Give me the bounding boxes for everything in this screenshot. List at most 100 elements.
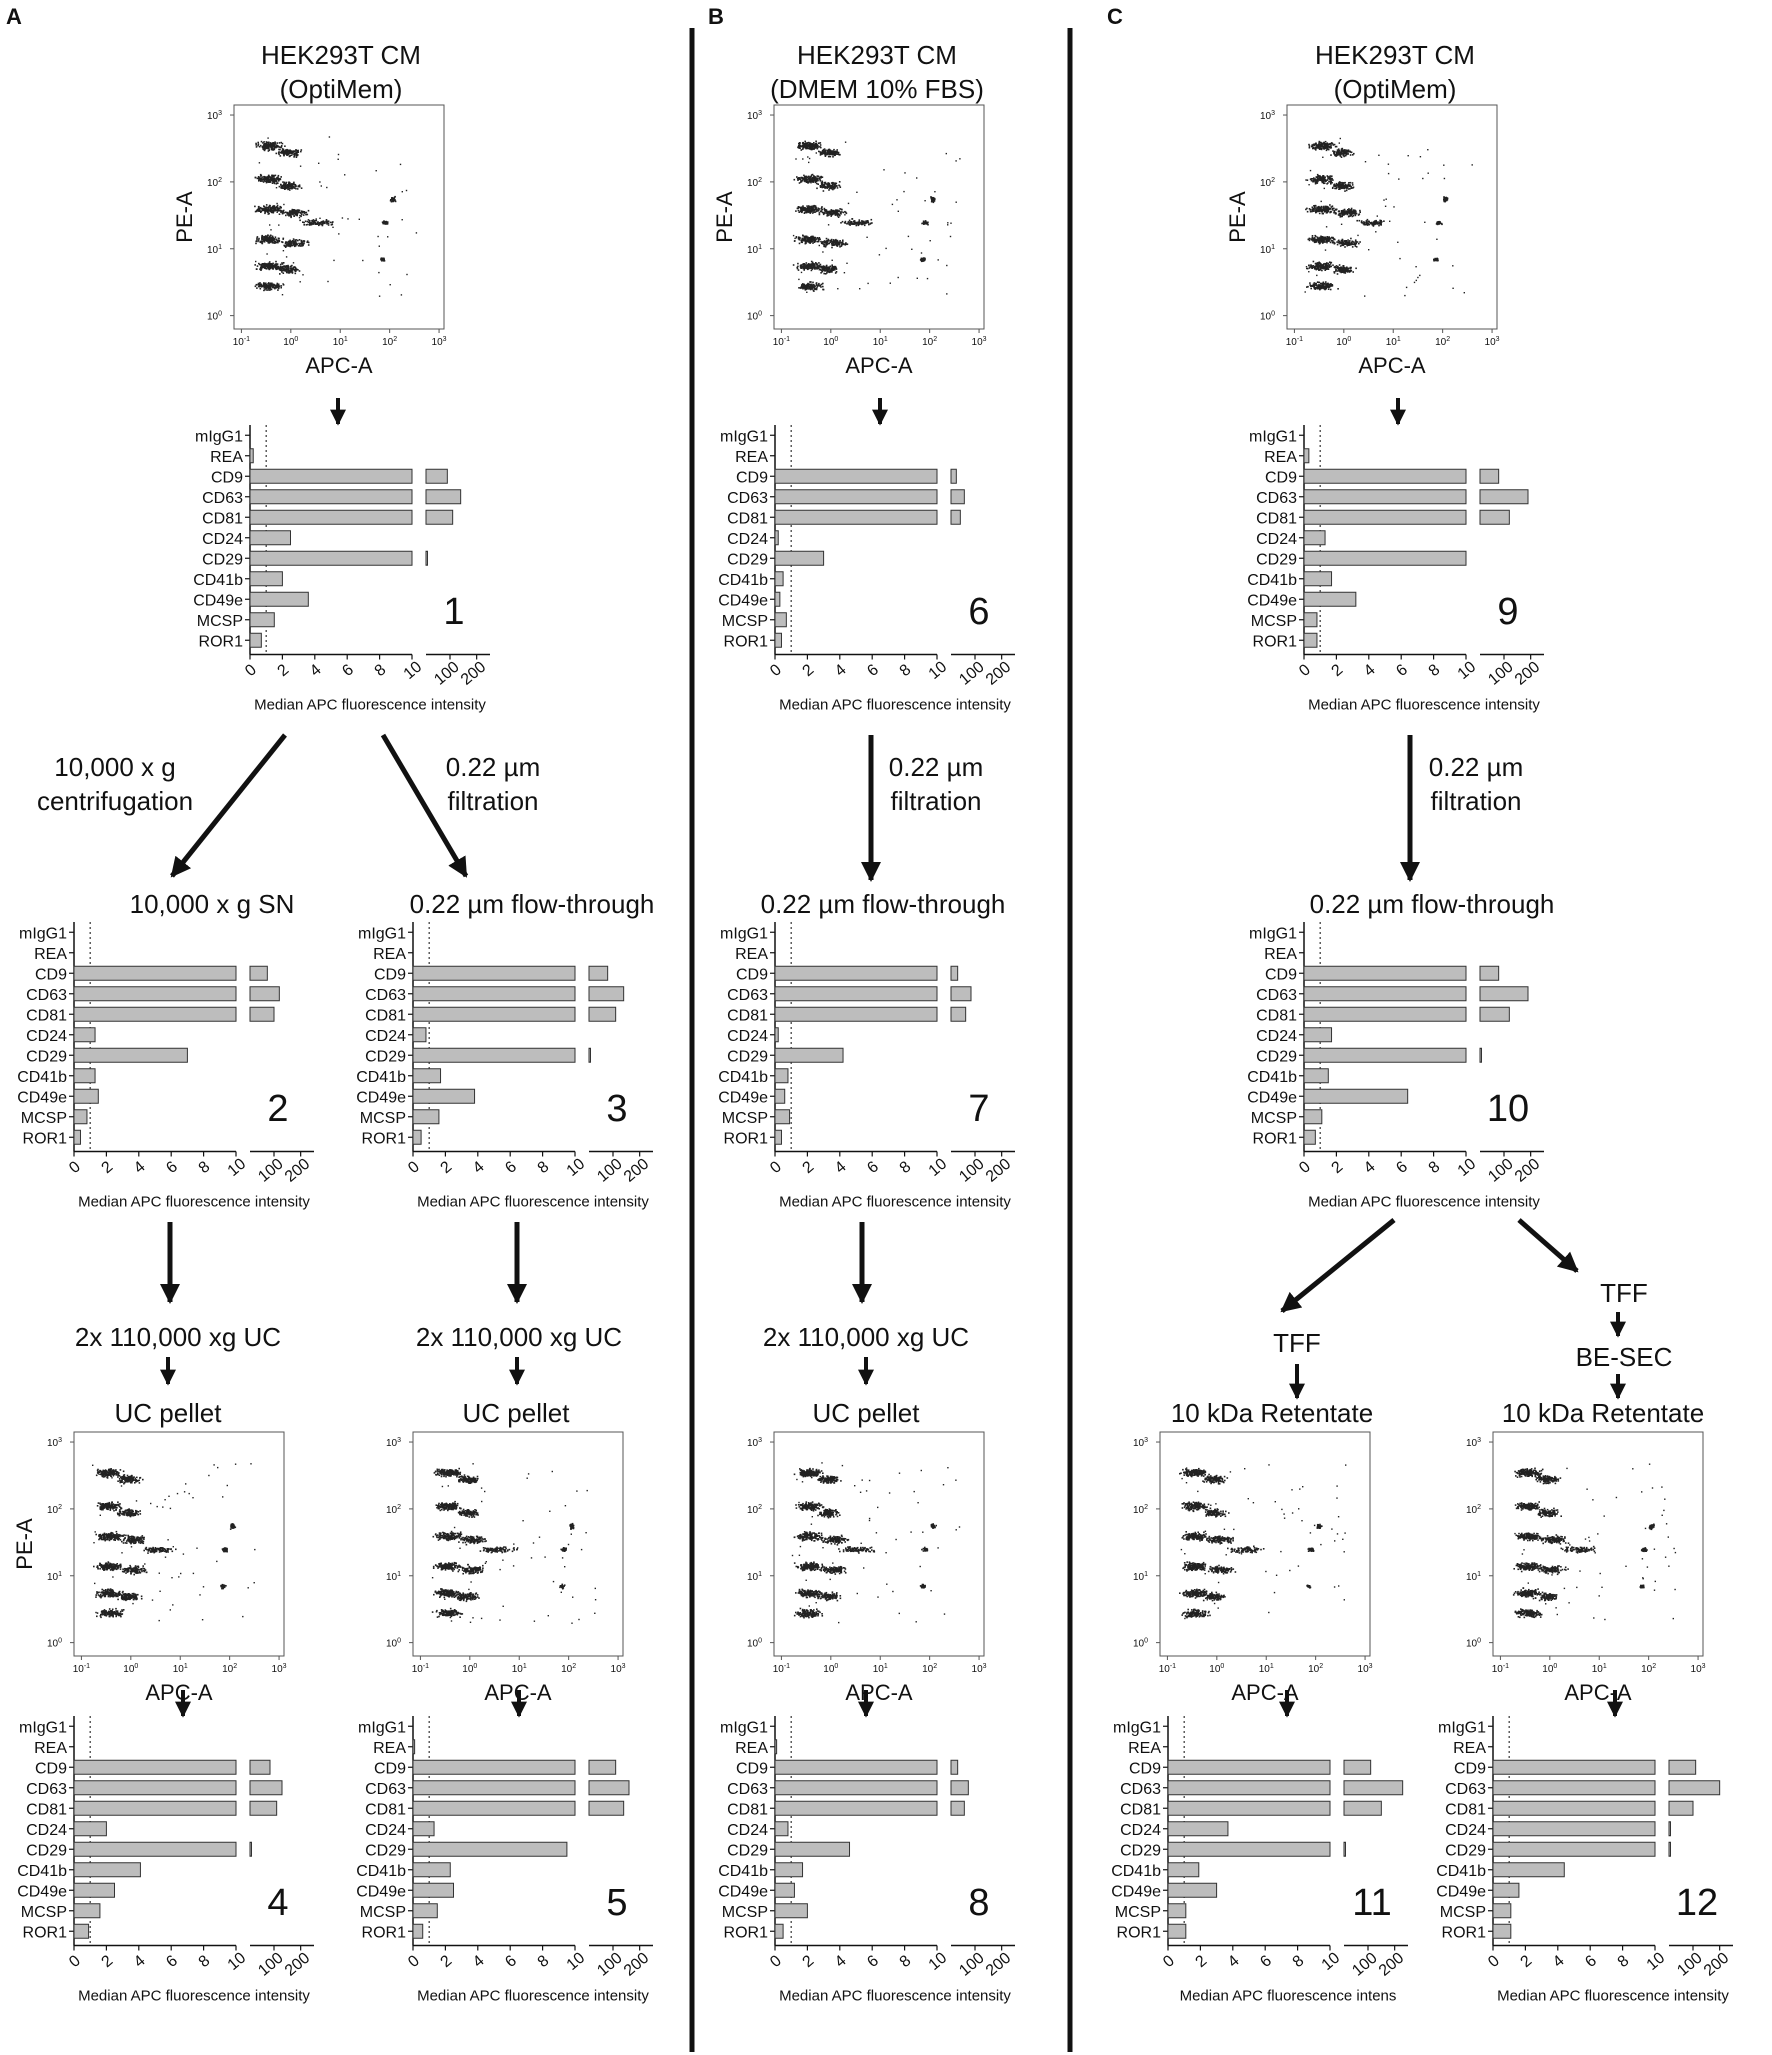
- scatter-point: [803, 209, 805, 211]
- scatter-point: [1348, 150, 1350, 153]
- scatter-point: [301, 242, 304, 245]
- scatter-point: [804, 175, 806, 178]
- scatter-point: [275, 144, 278, 146]
- scatter-point: [865, 222, 867, 225]
- scatter-point: [832, 269, 834, 271]
- scatter-point: [809, 142, 812, 145]
- scatter-point: [264, 145, 267, 147]
- bar: [1303, 550, 1467, 566]
- scatter-point: [1325, 209, 1327, 212]
- scatter-point: [291, 271, 294, 273]
- bar-high: [588, 1780, 630, 1796]
- scatter-point: [861, 221, 863, 224]
- scatter-point: [282, 209, 285, 212]
- scatter-point: [378, 295, 381, 297]
- scatter-point: [806, 286, 809, 289]
- scatter-point: [260, 210, 262, 213]
- scatter-point: [258, 205, 260, 208]
- scatter-point: [889, 282, 891, 284]
- category-label: CD49e: [1436, 1883, 1486, 1900]
- scatter-point: [294, 185, 297, 188]
- scatter-point: [383, 221, 386, 224]
- scatter-point: [812, 281, 814, 284]
- y-tick-label: 100: [207, 311, 222, 323]
- scatter-point: [292, 238, 295, 240]
- scatter-point: [307, 221, 310, 223]
- header-a-line1: HEK293T CM: [261, 40, 421, 70]
- x-tick-label: 4: [832, 1952, 850, 1971]
- scatter-point: [807, 181, 810, 184]
- scatter-point: [802, 284, 805, 286]
- scatter-point: [271, 148, 273, 150]
- x-tick-label: 4: [131, 1952, 149, 1971]
- scatter-point: [290, 243, 292, 246]
- scatter-point: [301, 241, 303, 243]
- scatter-point: [849, 221, 851, 223]
- scatter-point: [280, 152, 283, 154]
- category-label: CD29: [727, 1842, 768, 1859]
- scatter-point: [835, 238, 837, 241]
- scatter-point: [268, 181, 271, 183]
- scatter-point: [287, 268, 290, 270]
- scatter-point: [285, 153, 288, 155]
- x-tick-label: 10-1: [233, 336, 250, 348]
- scatter-point: [822, 285, 824, 288]
- scatter-point: [794, 240, 796, 242]
- scatter-point: [796, 266, 798, 269]
- scatter-point: [1324, 179, 1327, 181]
- scatter-point: [831, 244, 833, 246]
- scatter-point: [255, 144, 257, 146]
- scatter-point: [260, 140, 263, 143]
- bar-chart-4: mIgG1REACD9CD63CD81CD24CD29CD41bCD49eMCS…: [17, 1716, 314, 2005]
- scatter-point: [266, 287, 269, 289]
- scatter-point: [802, 142, 804, 144]
- category-label: CD41b: [356, 1863, 406, 1880]
- x-tick-label: 6: [864, 1952, 882, 1971]
- scatter-point: [819, 268, 822, 271]
- scatter-point: [844, 244, 846, 246]
- bar: [1492, 1780, 1656, 1796]
- scatter-point: [1329, 210, 1332, 213]
- scatter-point: [861, 223, 863, 226]
- scatter-point: [845, 212, 848, 215]
- scatter-point: [830, 270, 833, 273]
- category-label: mIgG1: [1113, 1719, 1161, 1736]
- scatter-point: [278, 153, 280, 156]
- scatter-point: [810, 284, 812, 287]
- scatter-point: [802, 206, 805, 209]
- category-label: CD24: [1445, 1822, 1486, 1839]
- scatter-point: [263, 287, 265, 289]
- x-tick-label: 10: [225, 1949, 250, 1974]
- header-b-line1: HEK293T CM: [797, 40, 957, 70]
- scatter-point: [922, 257, 925, 259]
- scatter-point: [284, 245, 286, 247]
- x-tick-label: 6: [864, 661, 882, 680]
- scatter-point: [267, 238, 269, 241]
- scatter-point: [1326, 183, 1328, 185]
- scatter-point: [268, 266, 271, 269]
- bar: [412, 1821, 435, 1837]
- scatter-point: [812, 205, 814, 207]
- bar-high: [1343, 1759, 1372, 1775]
- scatter-point: [295, 152, 297, 154]
- scatter-point: [1336, 149, 1339, 151]
- scatter-point: [1311, 178, 1314, 180]
- scatter-point: [287, 212, 290, 214]
- scatter-point: [911, 248, 913, 250]
- scatter-point: [826, 185, 829, 187]
- scatter-point: [813, 287, 816, 289]
- scatter-point: [1338, 152, 1340, 155]
- scatter-point: [260, 268, 263, 270]
- y-tick-exponent: 1: [758, 244, 762, 251]
- scatter-point: [821, 270, 824, 273]
- scatter-point: [282, 272, 285, 274]
- scatter-point: [1306, 210, 1309, 213]
- scatter-point: [823, 245, 825, 248]
- scatter-point: [278, 142, 281, 144]
- scatter-point: [806, 291, 808, 293]
- scatter-point: [269, 265, 272, 268]
- bar-chart-number: 6: [968, 591, 989, 633]
- scatter-point: [294, 266, 296, 268]
- scatter-point: [802, 235, 804, 237]
